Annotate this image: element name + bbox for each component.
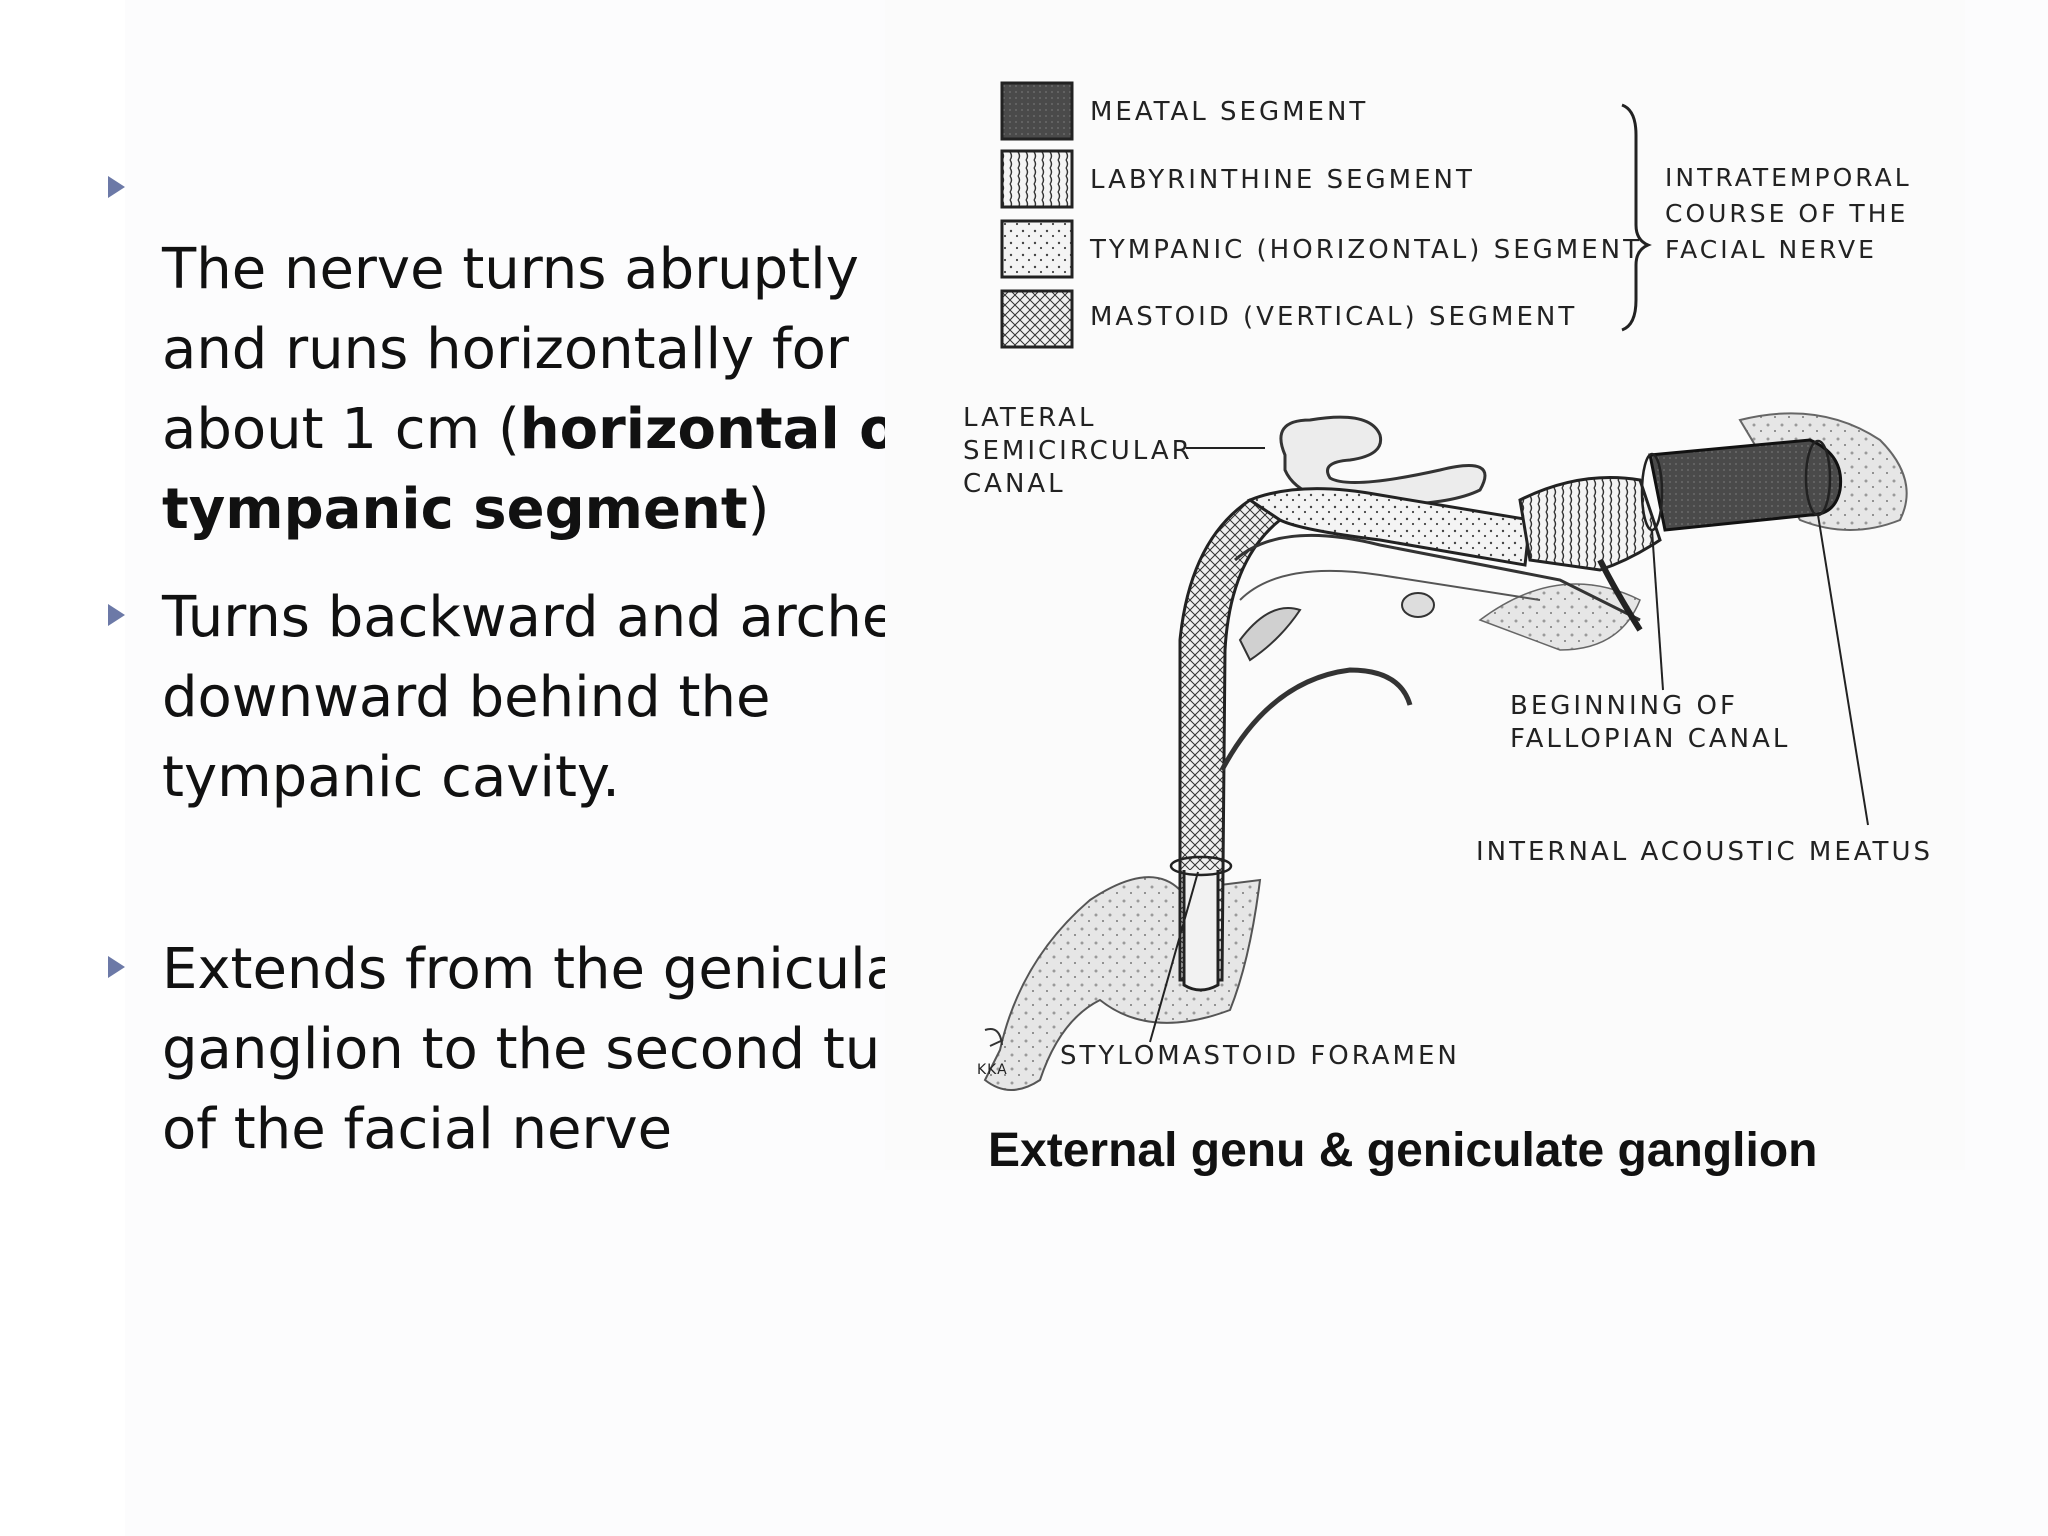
labyrinthine-segment [1518,476,1662,572]
label-internal-acoustic-meatus: INTERNAL ACOUSTIC MEATUS [1476,837,1933,867]
artist-initials: KKA [977,1062,1008,1078]
artist-signature-mark [984,1028,1004,1047]
legend-label-meatal: MEATAL SEGMENT [1090,97,1369,127]
legend-label-tympanic: TYMPANIC (HORIZONTAL) SEGMENT [1090,235,1642,265]
label-beginning-fallopian-canal: BEGINNING OF FALLOPIAN CANAL [1510,691,1791,754]
canal-inner-wall [1234,533,1641,622]
figure-caption: External genu & geniculate ganglion [988,1124,1818,1177]
legend-label-mastoid: MASTOID (VERTICAL) SEGMENT [1090,302,1578,332]
intratemporal-course-label: INTRATEMPORAL COURSE OF THE FACIAL NERVE [1665,163,1912,264]
legend-swatch-tympanic [1000,219,1074,279]
canal-wall-line [1239,569,1541,601]
label-stylomastoid-foramen: STYLOMASTOID FORAMEN [1060,1041,1460,1071]
leader-line-stylomastoid [1149,871,1199,1043]
leader-line-meatus [1817,514,1869,826]
legend-swatch-mastoid [1000,289,1074,349]
legend-brace [1621,103,1652,332]
legend-swatch-labyrinthine [1000,149,1074,209]
bullet-text-2: Turns backward and arches downward behin… [162,585,926,810]
cochleariform-process [1238,607,1302,662]
bullet-1-text-start: The nerve turns abruptly and runs horizo… [162,237,859,462]
stylomastoid-ring [1169,855,1233,877]
label-lateral-semicircular-canal: LATERAL SEMICIRCULAR CANAL [963,403,1193,499]
chorda-tympani-branch [1219,667,1413,772]
greater-petrosal-branch [1597,558,1643,632]
legend-swatch-meatal [1000,81,1074,141]
tympanic-segment [1246,487,1532,567]
triangle-bullet-icon [108,176,125,198]
leader-line-fallopian [1651,529,1664,691]
triangle-bullet-icon [108,956,125,978]
legend-label-labyrinthine: LABYRINTHINE SEGMENT [1090,165,1475,195]
nerve-exit-stylomastoid [1182,870,1220,992]
bullet-1-text-end: ) [747,477,770,542]
ossicle [1401,592,1435,618]
bullet-text-1: The nerve turns abruptly and runs horizo… [162,150,982,550]
triangle-bullet-icon [108,604,125,626]
